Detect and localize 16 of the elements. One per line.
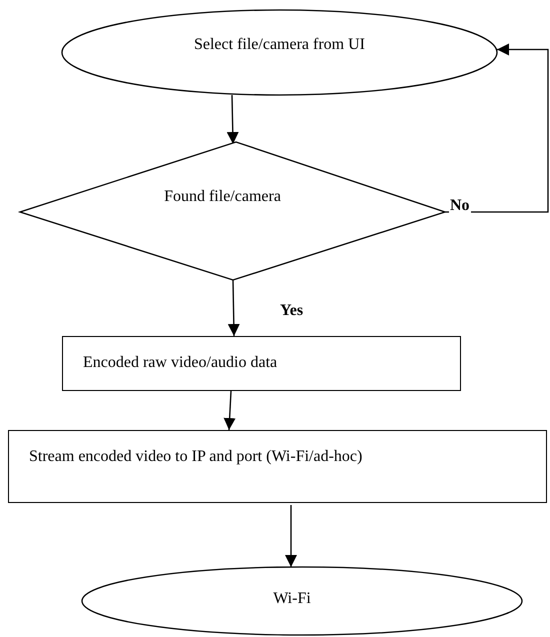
arrow — [224, 390, 236, 430]
node-label: Found file/camera — [163, 188, 282, 206]
node-label: Wi-Fi — [272, 590, 312, 608]
arrow — [445, 44, 549, 213]
terminal-ellipse — [82, 567, 522, 635]
node-label: Encoded raw video/audio data — [83, 354, 278, 372]
terminal-ellipse — [62, 10, 497, 95]
decision-diamond — [20, 142, 445, 280]
process-box — [62, 336, 461, 391]
process-box — [8, 430, 547, 503]
node-label: Select file/camera from UI — [192, 36, 366, 54]
arrow — [226, 94, 239, 144]
edge-label: No — [449, 198, 471, 214]
arrow — [228, 280, 240, 336]
node-label: Stream encoded video to IP and port (Wi-Fi/ad-hoc) — [29, 448, 362, 466]
arrow — [285, 505, 297, 567]
